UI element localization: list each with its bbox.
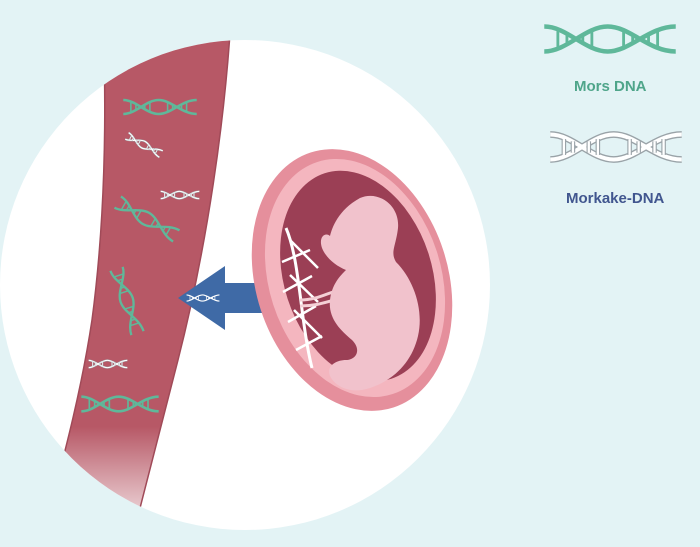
legend-mother-dna-label: Mors DNA [574,78,647,95]
left-arrow-icon [178,266,290,330]
white-dna-helix-icon [550,135,681,160]
uterus-illustration [251,149,453,411]
legend-fetal-dna-label: Morkake-DNA [566,190,665,207]
fetus [320,195,420,391]
green-dna-helix-icon [544,27,675,52]
